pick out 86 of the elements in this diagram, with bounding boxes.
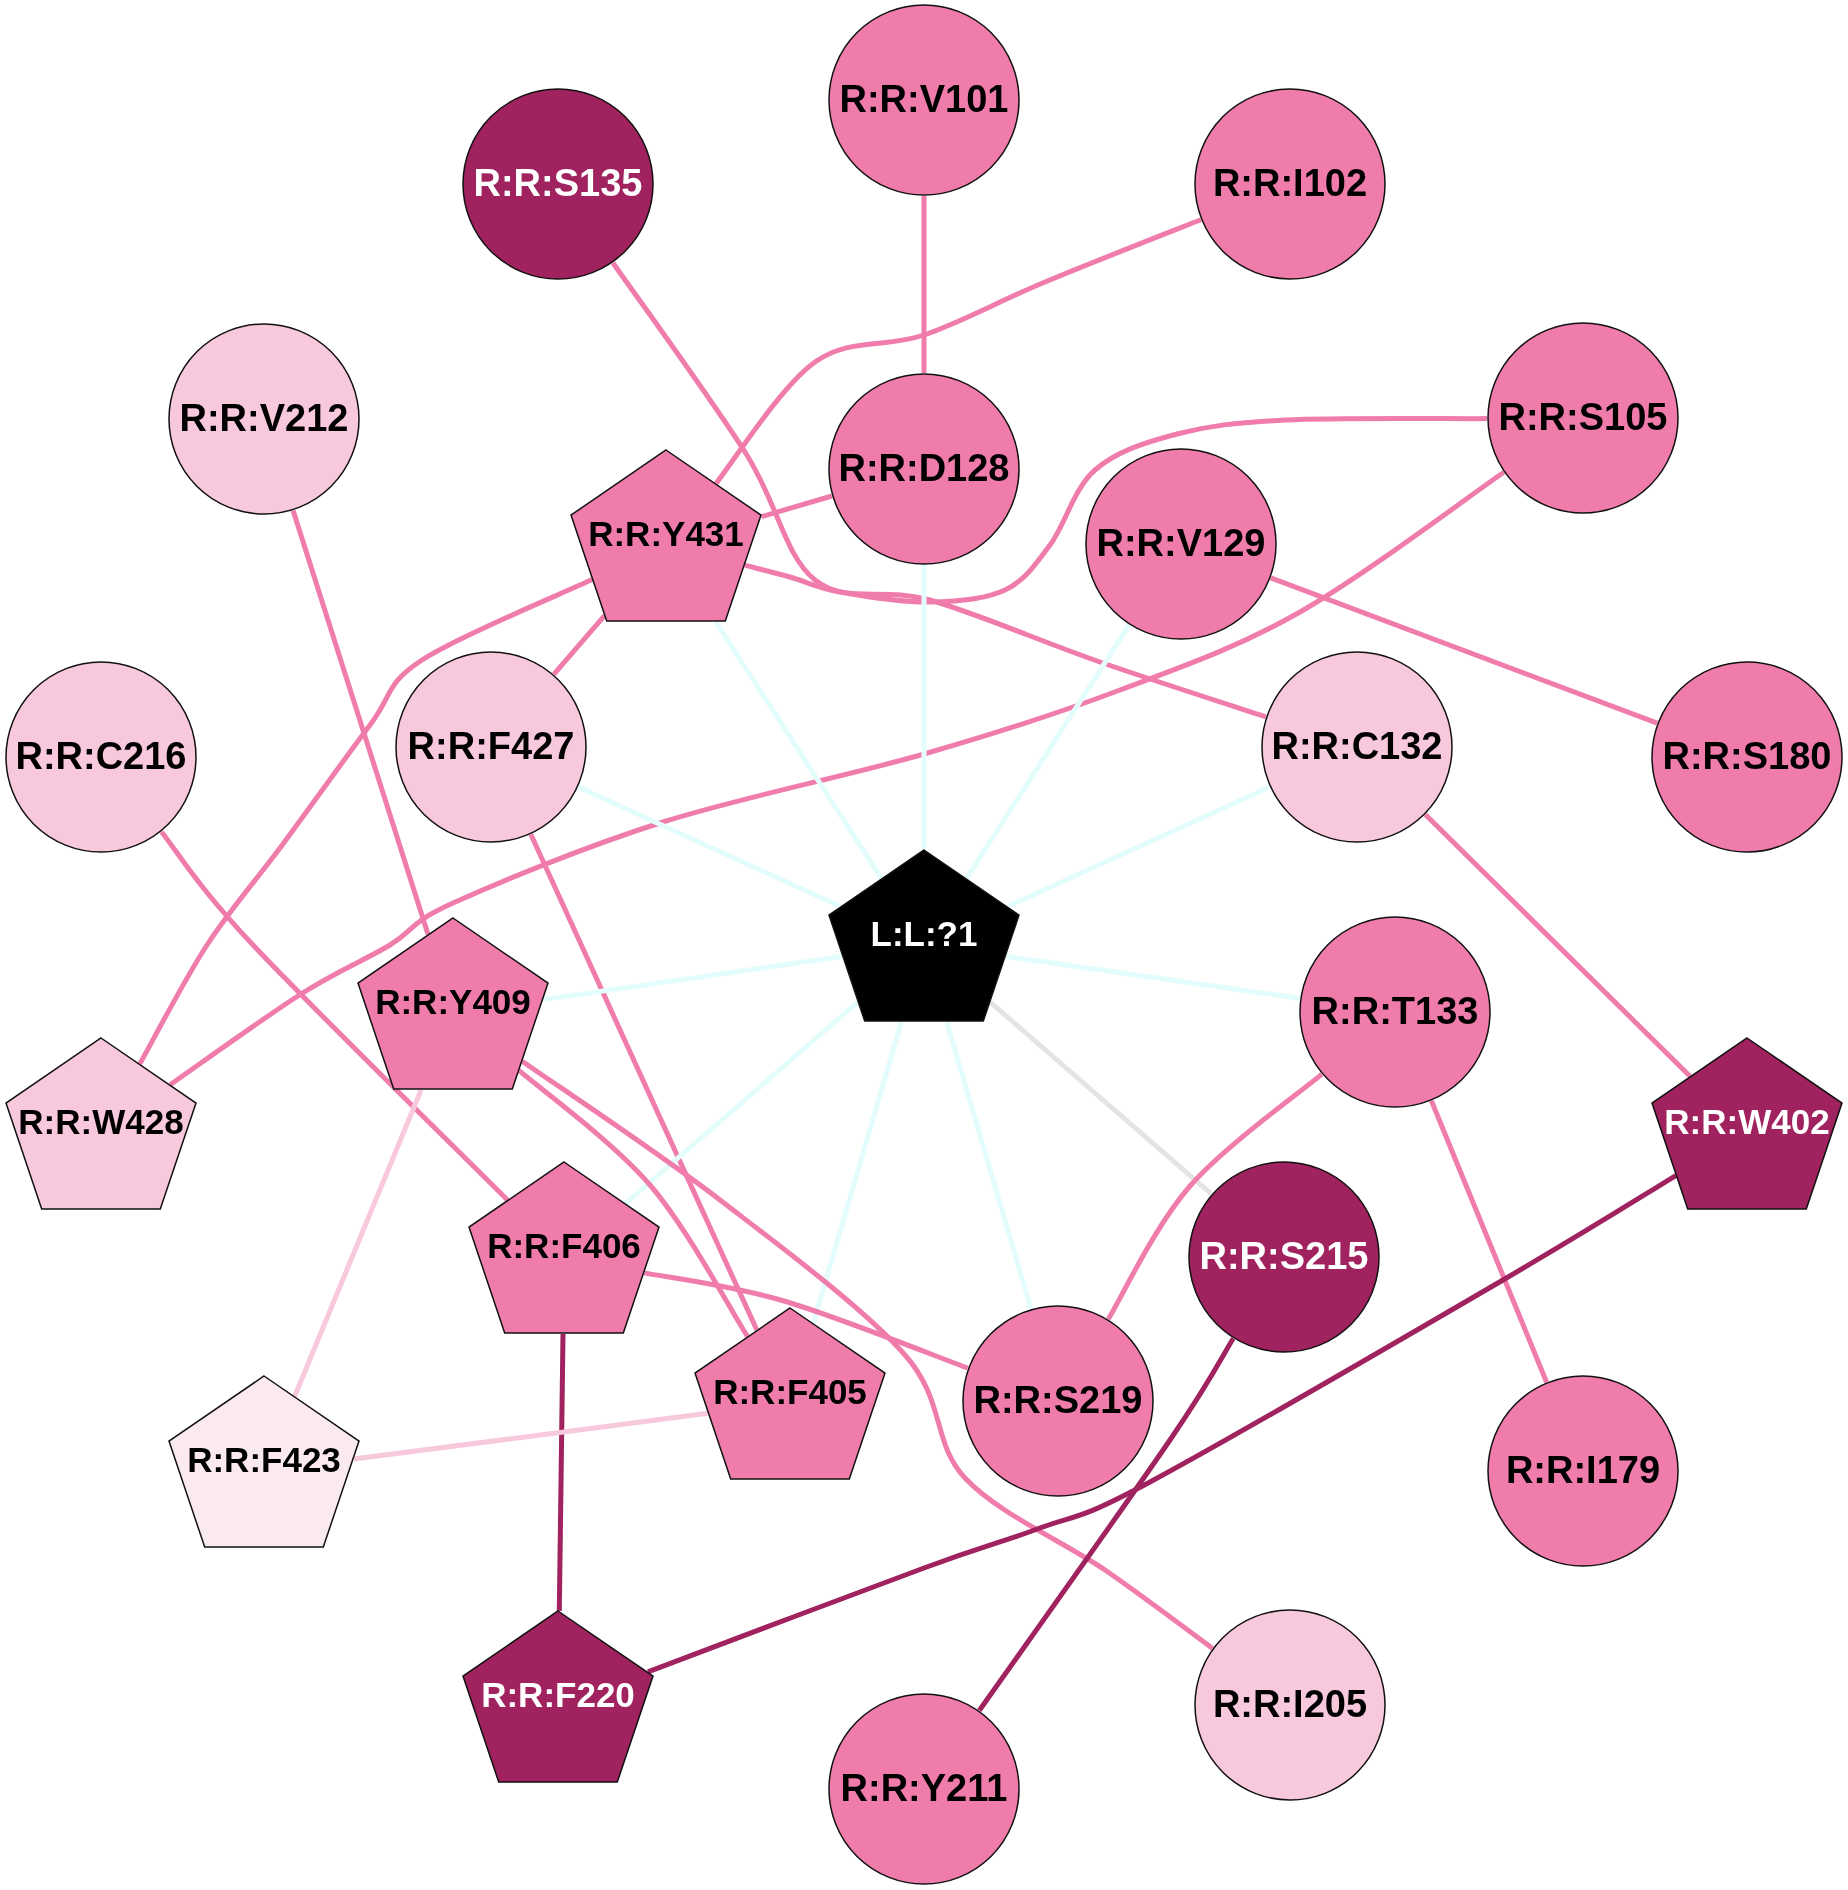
- node-label: R:R:F405: [713, 1373, 867, 1411]
- connector-line: [1106, 1072, 1324, 1321]
- connector-line: [623, 1000, 860, 1206]
- circle-node: [962, 1305, 1154, 1497]
- circle-node: [1487, 322, 1679, 514]
- node-label: R:R:D128: [838, 449, 1010, 489]
- circle-node: [828, 4, 1020, 196]
- node-label: R:R:F220: [481, 1676, 635, 1714]
- node-label: R:R:C132: [1271, 727, 1443, 767]
- pentagon-node: [694, 1307, 886, 1480]
- node-label: R:R:S135: [473, 164, 643, 204]
- pentagon-node: [462, 1610, 654, 1783]
- connector-line: [647, 1173, 1678, 1675]
- connector-line: [1423, 812, 1692, 1079]
- node-label: R:R:F406: [487, 1227, 641, 1265]
- circle-node: [1299, 916, 1491, 1108]
- connector-line: [137, 577, 594, 1065]
- node-label: R:R:W402: [1664, 1103, 1830, 1141]
- circle-node: [1651, 661, 1843, 853]
- connector-line: [810, 1021, 904, 1324]
- connector-line: [168, 470, 1506, 1087]
- pentagon-node: [5, 1037, 197, 1210]
- connector-line: [556, 1333, 566, 1611]
- connector-line: [542, 954, 843, 1003]
- connector-line: [353, 1410, 709, 1462]
- node-label: R:R:S215: [1199, 1237, 1369, 1277]
- connector-line: [290, 509, 431, 935]
- node-label: R:R:Y409: [375, 983, 531, 1021]
- connector-line: [610, 261, 1267, 720]
- node-label: R:R:S105: [1498, 398, 1668, 438]
- connector-line: [944, 1021, 1034, 1310]
- connector-line: [921, 196, 927, 373]
- connector-line: [520, 1059, 1214, 1651]
- connector-line: [988, 1000, 1214, 1196]
- circle-node: [828, 1693, 1020, 1885]
- circle-node: [828, 373, 1020, 565]
- connector-line: [714, 217, 1202, 485]
- connector-line: [528, 833, 760, 1331]
- node-label: R:R:T133: [1311, 992, 1479, 1032]
- pentagon-node: [828, 849, 1020, 1022]
- node-label: R:R:F423: [187, 1441, 341, 1479]
- connector-line: [643, 1270, 969, 1371]
- node-label: R:R:F427: [407, 727, 575, 767]
- connector-line: [977, 1337, 1236, 1712]
- node-label: R:R:W428: [18, 1103, 184, 1141]
- circle-node: [1194, 1609, 1386, 1801]
- connector-line: [964, 623, 1132, 880]
- node-label: R:R:I179: [1505, 1451, 1661, 1491]
- connector-line: [1429, 1099, 1549, 1384]
- node-label: R:R:S180: [1662, 737, 1832, 777]
- node-label: R:R:V129: [1096, 524, 1266, 564]
- pentagon-node: [570, 449, 762, 622]
- connector-line: [1269, 575, 1659, 726]
- connector-line: [921, 565, 927, 849]
- circle-node: [1188, 1161, 1380, 1353]
- connector-line: [577, 784, 842, 909]
- connector-line: [1005, 953, 1301, 1001]
- circle-node: [1194, 88, 1386, 280]
- circle-node: [1261, 651, 1453, 843]
- node-label: R:R:Y431: [588, 515, 744, 553]
- circle-node: [168, 323, 360, 515]
- circle-node: [395, 651, 587, 843]
- connector-line: [551, 614, 607, 677]
- node-label: L:L:?1: [870, 915, 978, 953]
- pentagon-node: [468, 1161, 660, 1334]
- node-label: R:R:I205: [1212, 1685, 1368, 1725]
- circle-node: [462, 88, 654, 280]
- connector-line: [760, 493, 833, 520]
- node-label: R:R:V212: [179, 399, 349, 439]
- connector-line: [159, 830, 510, 1202]
- connector-line: [713, 620, 884, 880]
- node-label: R:R:Y211: [840, 1769, 1008, 1809]
- connector-line: [517, 1068, 750, 1338]
- circle-node: [1487, 1375, 1679, 1567]
- connector-line: [292, 1089, 424, 1398]
- node-label: R:R:S219: [973, 1381, 1143, 1421]
- node-label: R:R:V101: [839, 80, 1009, 120]
- circle-node: [5, 661, 197, 853]
- connector-line: [1006, 784, 1271, 909]
- node-label: R:R:I102: [1212, 164, 1368, 204]
- circle-node: [1085, 448, 1277, 640]
- connector-line: [744, 415, 1487, 605]
- pentagon-node: [168, 1375, 360, 1548]
- pentagon-node: [357, 917, 549, 1090]
- pentagon-node: [1651, 1037, 1843, 1210]
- node-label: R:R:C216: [15, 737, 187, 777]
